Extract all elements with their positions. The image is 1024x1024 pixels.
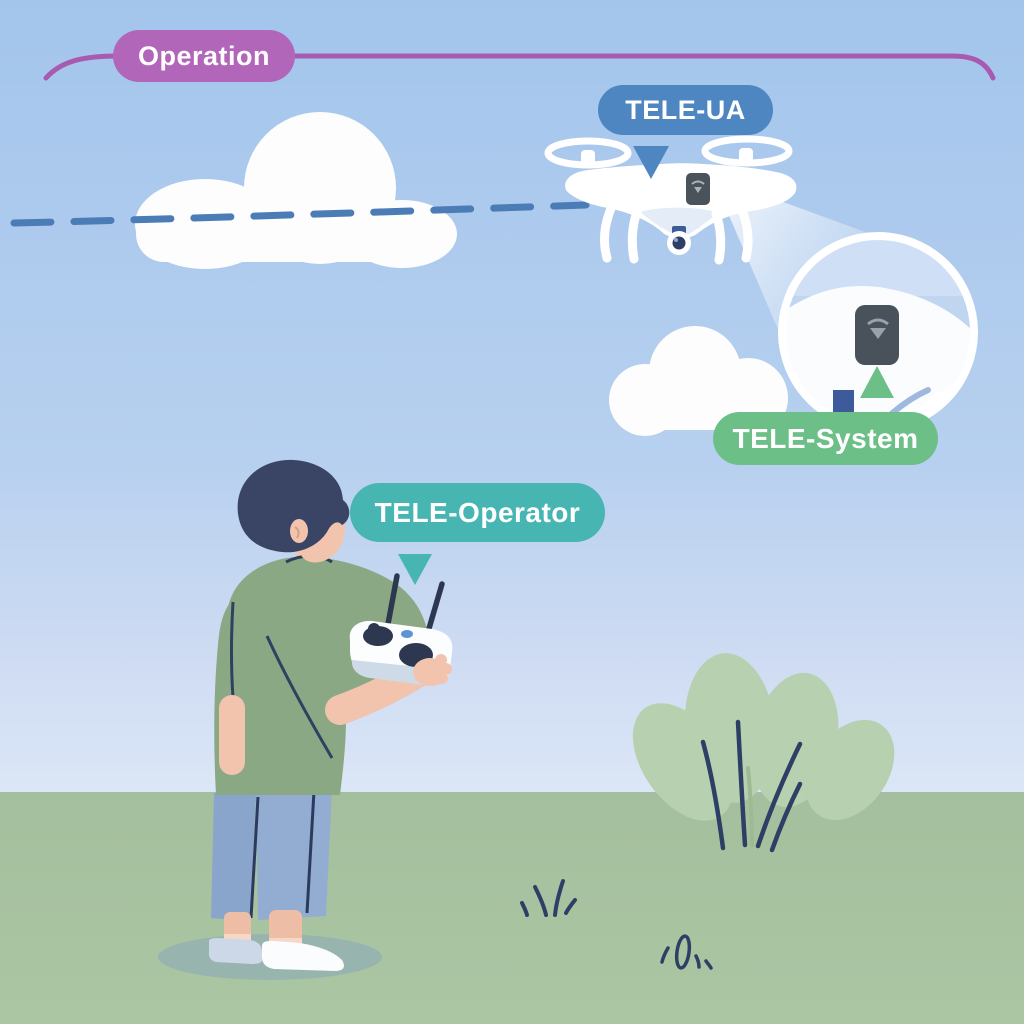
grass-tuft (660, 934, 713, 970)
shirt (214, 556, 430, 795)
operator-person (158, 459, 453, 980)
drone-body (565, 163, 797, 239)
shoe (262, 940, 344, 971)
wifi-icon (867, 318, 889, 339)
flight-path-dashed-line (10, 201, 590, 227)
right-hand (413, 654, 452, 686)
camera-icon (667, 231, 691, 255)
tele-ua-label-pill: TELE-UA (598, 85, 773, 135)
left-hand (219, 695, 245, 775)
magnifier-circle-icon (778, 232, 978, 432)
pants (256, 789, 332, 920)
drone (544, 135, 797, 265)
tele-operator-label-pill: TELE-Operator (350, 483, 605, 542)
grass-tuft (520, 879, 577, 917)
shoe (208, 938, 262, 964)
controller-button (401, 630, 413, 638)
grass-ground (0, 792, 1024, 1024)
bush (632, 653, 895, 853)
antenna (425, 581, 445, 635)
pants (211, 793, 256, 921)
wifi-icon (691, 180, 705, 193)
hair (237, 459, 350, 553)
tele-system-label-pill: TELE-System (713, 412, 938, 465)
cloud (135, 112, 457, 269)
antenna (385, 573, 400, 627)
operation-label-pill: Operation (113, 30, 295, 82)
